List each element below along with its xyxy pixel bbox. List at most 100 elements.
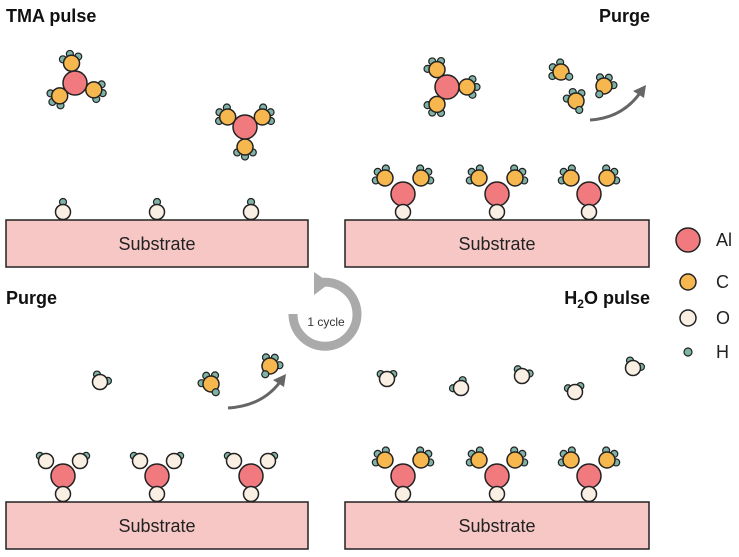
carbon-atom bbox=[470, 169, 488, 187]
panel-title-purge-top: Purge bbox=[599, 6, 650, 26]
legend-swatch-o bbox=[679, 309, 697, 327]
substrate-tma-pulse: Substrate bbox=[5, 219, 309, 268]
carbon-atom bbox=[376, 169, 394, 187]
water-molecule bbox=[563, 381, 585, 401]
h2o-title-sub: 2 bbox=[577, 297, 584, 311]
substrate-purge-top: Substrate bbox=[344, 219, 650, 268]
purge-arrow-top-head bbox=[633, 85, 646, 98]
carbon-atom bbox=[562, 169, 580, 187]
aluminum-atom bbox=[484, 181, 510, 207]
legend-swatch-c bbox=[679, 273, 697, 291]
carbon-atom bbox=[218, 108, 237, 126]
legend: Al C O H bbox=[675, 227, 732, 362]
oxygen-atom bbox=[148, 203, 166, 221]
substrate-label-tma-pulse: Substrate bbox=[118, 234, 195, 254]
surface-aluminum-hydroxide bbox=[129, 451, 185, 503]
carbon-atom bbox=[412, 169, 430, 187]
oxygen-atom bbox=[165, 452, 183, 470]
h2o-title-rest: O pulse bbox=[584, 288, 650, 308]
oxygen-atom bbox=[54, 203, 72, 221]
carbon-atom bbox=[236, 138, 254, 156]
aluminum-atom bbox=[62, 70, 88, 96]
legend-label-al: Al bbox=[716, 230, 732, 250]
hydrogen-atom bbox=[575, 105, 584, 115]
aluminum-atom bbox=[232, 114, 258, 140]
surface-aluminum-hydroxide bbox=[223, 451, 279, 503]
oxygen-atom bbox=[580, 203, 598, 221]
carbon-atom bbox=[428, 95, 446, 114]
carbon-atom bbox=[85, 81, 103, 99]
aluminum-atom bbox=[576, 463, 602, 489]
oxygen-atom bbox=[452, 379, 470, 397]
aluminum-atom bbox=[434, 74, 460, 100]
oxygen-atom bbox=[91, 373, 109, 391]
substrate-purge-bottom: Substrate bbox=[5, 501, 309, 550]
oxygen-atom bbox=[148, 485, 166, 503]
hydrogen-atom bbox=[565, 72, 574, 81]
molecules-layer bbox=[35, 49, 646, 503]
water-molecule bbox=[91, 370, 113, 391]
aluminum-atom bbox=[390, 181, 416, 207]
carbon-atom bbox=[50, 87, 69, 105]
oxygen-atom bbox=[259, 452, 277, 470]
carbon-atom bbox=[412, 451, 430, 469]
substrate-label-purge-bottom: Substrate bbox=[118, 516, 195, 536]
surface-dimethylaluminum bbox=[557, 164, 621, 221]
carbon-atom bbox=[376, 451, 394, 469]
carbon-atom bbox=[253, 108, 272, 126]
aluminum-atom bbox=[484, 463, 510, 489]
purge-arrow-bottom-head bbox=[273, 374, 286, 387]
surface-dimethylaluminum bbox=[371, 164, 435, 221]
oxygen-atom bbox=[513, 367, 531, 385]
methane-molecule bbox=[595, 73, 618, 99]
water-molecule bbox=[376, 369, 398, 388]
carbon-atom bbox=[598, 169, 616, 187]
legend-swatch-al bbox=[675, 227, 701, 253]
legend-swatch-h bbox=[683, 347, 693, 357]
water-molecule bbox=[624, 356, 646, 377]
carbon-atom bbox=[552, 63, 570, 81]
panel-title-h2o-pulse: H2O pulse bbox=[564, 288, 650, 311]
water-molecule bbox=[448, 376, 470, 397]
legend-label-o: O bbox=[716, 308, 730, 328]
oxygen-atom bbox=[225, 452, 243, 470]
tma-molecule bbox=[214, 103, 276, 161]
purge-arrow-bottom bbox=[227, 381, 282, 410]
surface-hydroxyl bbox=[148, 197, 166, 221]
carbon-atom bbox=[595, 77, 613, 95]
h2o-title-h: H bbox=[564, 288, 577, 308]
cycle-label: 1 cycle bbox=[307, 315, 345, 329]
oxygen-atom bbox=[394, 203, 412, 221]
oxygen-atom bbox=[131, 452, 149, 470]
carbon-atom bbox=[458, 78, 476, 96]
methane-molecule bbox=[261, 353, 284, 379]
tma-molecule bbox=[46, 49, 107, 110]
tma-molecule bbox=[423, 56, 481, 118]
surface-hydroxyl bbox=[54, 197, 72, 221]
carbon-atom bbox=[470, 451, 488, 469]
aluminum-atom bbox=[576, 181, 602, 207]
cycle-arrow: 1 cycle bbox=[288, 272, 362, 351]
panel-title-tma-pulse: TMA pulse bbox=[6, 6, 96, 26]
surface-dimethylaluminum bbox=[557, 446, 621, 503]
aluminum-atom bbox=[50, 463, 76, 489]
hydrogen-atom bbox=[211, 388, 220, 397]
carbon-atom bbox=[506, 451, 524, 469]
oxygen-atom bbox=[580, 485, 598, 503]
carbon-atom bbox=[562, 451, 580, 469]
water-molecule bbox=[513, 365, 534, 385]
hydrogen-atom bbox=[261, 370, 270, 379]
aluminum-atom bbox=[390, 463, 416, 489]
surface-dimethylaluminum bbox=[371, 446, 435, 503]
carbon-atom bbox=[62, 54, 81, 73]
oxygen-atom bbox=[37, 452, 55, 470]
surface-dimethylaluminum bbox=[465, 446, 529, 503]
oxygen-atom bbox=[242, 203, 260, 221]
substrate-h2o-pulse: Substrate bbox=[344, 501, 650, 550]
oxygen-atom bbox=[242, 485, 260, 503]
carbon-atom bbox=[598, 451, 616, 469]
surface-dimethylaluminum bbox=[465, 164, 529, 221]
carbon-atom bbox=[506, 169, 524, 187]
methane-molecule bbox=[562, 87, 586, 115]
